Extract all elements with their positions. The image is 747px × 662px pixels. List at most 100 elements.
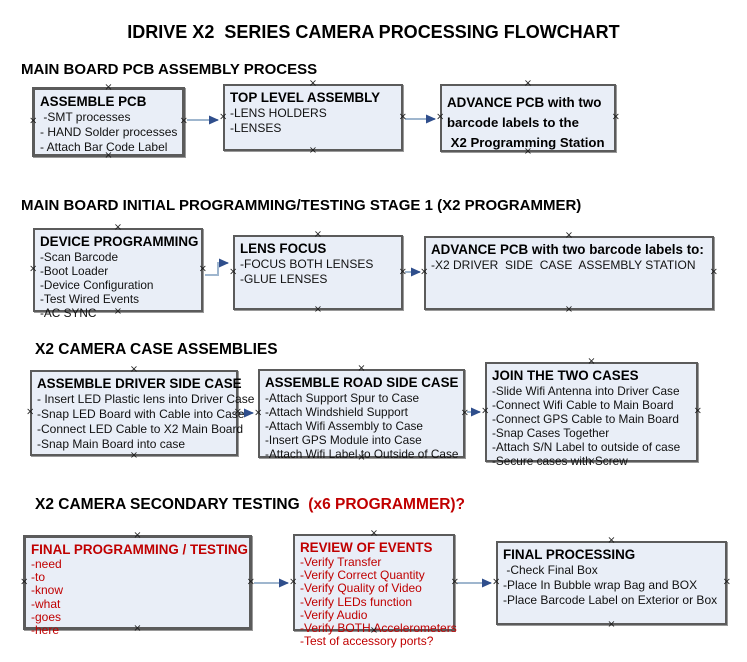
box-line: -Connect GPS Cable to Main Board xyxy=(492,412,679,426)
box-line: -Attach Windshield Support xyxy=(265,405,408,419)
box-line: -Place Barcode Label on Exterior or Box xyxy=(503,593,718,607)
box-line: -Test of accessory ports? xyxy=(300,634,434,649)
connection-point-icon xyxy=(420,268,428,278)
connection-point-icon xyxy=(314,305,322,315)
box-line: -Verify LEDs function xyxy=(300,594,413,609)
box-line: -Snap Cases Together xyxy=(492,426,610,440)
box-title: ADVANCE PCB with two xyxy=(447,95,602,110)
box-line: -X2 DRIVER SIDE CASE ASSEMBLY STATION xyxy=(431,258,696,272)
box-line: - Insert LED Plastic lens into Driver Ca… xyxy=(37,392,255,406)
connection-point-icon xyxy=(436,113,444,123)
connection-point-icon xyxy=(130,365,138,375)
box-line: -Secure cases with Screw xyxy=(492,454,628,468)
connection-point-icon xyxy=(309,79,317,89)
connection-point-icon xyxy=(399,112,407,122)
connection-point-icon xyxy=(587,357,595,367)
box-line: -Insert GPS Module into Case xyxy=(265,433,422,447)
section-heading-pcb-assembly: MAIN BOARD PCB ASSEMBLY PROCESS xyxy=(21,61,318,78)
box-review-of-events: REVIEW OF EVENTS -Verify Transfer -Verif… xyxy=(293,534,457,648)
box-top-level-assembly: TOP LEVEL ASSEMBLY -LENS HOLDERS -LENSES xyxy=(223,84,403,151)
box-line: -Slide Wifi Antenna into Driver Case xyxy=(492,384,680,398)
connection-point-icon xyxy=(607,536,615,546)
connection-point-icon xyxy=(29,117,37,127)
box-title: ASSEMBLE PCB xyxy=(40,94,147,109)
box-line: -Attach Wifi Label to Outside of Case xyxy=(265,447,459,461)
box-advance-pcb-programming-station: ADVANCE PCB with two barcode labels to t… xyxy=(440,84,616,152)
box-line: -Check Final Box xyxy=(503,563,598,577)
connection-point-icon xyxy=(565,231,573,241)
connection-point-icon xyxy=(694,407,702,417)
box-line: -Verify Correct Quantity xyxy=(300,568,425,583)
box-line: -to xyxy=(31,570,46,585)
box-line: -LENSES xyxy=(230,121,282,135)
box-final-programming-testing: FINAL PROGRAMMING / TESTING -need -to -k… xyxy=(20,535,255,637)
box-line: -Verify Audio xyxy=(300,607,368,622)
flowchart-title: IDRIVE X2 SERIES CAMERA PROCESSING FLOWC… xyxy=(127,22,620,42)
box-line: -Connect Wifi Cable to Main Board xyxy=(492,398,674,412)
section-heading-red-part: (x6 PROGRAMMER)? xyxy=(308,496,466,513)
box-title: DEVICE PROGRAMMING xyxy=(40,234,199,249)
connection-point-icon xyxy=(309,146,317,156)
box-line: -FOCUS BOTH LENSES xyxy=(240,257,374,271)
box-title: JOIN THE TWO CASES xyxy=(492,368,639,383)
box-line: -Connect LED Cable to X2 Main Board xyxy=(37,422,244,436)
box-line: -GLUE LENSES xyxy=(240,272,328,286)
box-line: -Scan Barcode xyxy=(40,250,119,264)
box-line: -Test Wired Events xyxy=(40,292,139,306)
box-title: TOP LEVEL ASSEMBLY xyxy=(230,90,381,105)
box-line: -Snap LED Board with Cable into Case xyxy=(37,407,245,421)
connection-point-icon xyxy=(357,364,365,374)
connection-point-icon xyxy=(399,267,407,277)
box-line: -need xyxy=(31,557,62,571)
connection-point-icon xyxy=(451,577,459,587)
box-title: ADVANCE PCB with two barcode labels to: xyxy=(431,242,704,257)
box-title: FINAL PROCESSING xyxy=(503,547,636,562)
connection-point-icon xyxy=(104,83,112,93)
section-heading-case-assemblies: X2 CAMERA CASE ASSEMBLIES xyxy=(35,341,278,358)
box-title: ASSEMBLE DRIVER SIDE CASE xyxy=(37,376,242,391)
box-title: FINAL PROGRAMMING / TESTING xyxy=(31,542,248,557)
box-line: -Verify Quality of Video xyxy=(300,581,422,596)
connection-point-icon xyxy=(314,230,322,240)
connection-point-icon xyxy=(612,113,620,123)
connection-point-icon xyxy=(180,117,188,127)
connection-point-icon xyxy=(481,407,489,417)
connection-point-icon xyxy=(723,578,731,588)
box-line: -here xyxy=(31,623,60,638)
connection-point-icon xyxy=(247,577,255,587)
box-line: - HAND Solder processes xyxy=(40,125,178,139)
connection-point-icon xyxy=(461,408,469,418)
connection-point-icon xyxy=(710,268,718,278)
box-title: REVIEW OF EVENTS xyxy=(300,540,433,555)
box-join-the-two-cases: JOIN THE TWO CASES -Slide Wifi Antenna i… xyxy=(485,362,698,468)
connection-point-icon xyxy=(524,79,532,89)
box-line: -Verify Transfer xyxy=(300,555,382,569)
box-title: ASSEMBLE ROAD SIDE CASE xyxy=(265,375,459,390)
box-line: -Snap Main Board into case xyxy=(37,437,186,451)
box-line: -Place In Bubble wrap Bag and BOX xyxy=(503,578,698,592)
box-line: -Boot Loader xyxy=(40,264,109,278)
box-line: -LENS HOLDERS xyxy=(230,106,327,120)
connection-point-icon xyxy=(254,408,262,418)
section-heading-secondary-testing: X2 CAMERA SECONDARY TESTING (x6 PROGRAMM… xyxy=(35,496,465,514)
connection-point-icon xyxy=(370,529,378,539)
box-line: -Verify BOTH Accelerometers xyxy=(300,621,457,636)
box-assemble-driver-side-case: ASSEMBLE DRIVER SIDE CASE - Insert LED P… xyxy=(30,370,255,456)
connection-point-icon xyxy=(199,265,207,275)
box-lens-focus: LENS FOCUS -FOCUS BOTH LENSES -GLUE LENS… xyxy=(233,235,403,310)
arrow-device-to-lensfocus xyxy=(205,258,229,276)
connection-point-icon xyxy=(492,578,500,588)
box-line: -what xyxy=(31,596,61,611)
box-assemble-road-side-case: ASSEMBLE ROAD SIDE CASE -Attach Support … xyxy=(258,369,465,461)
connection-point-icon xyxy=(26,408,34,418)
connection-point-icon xyxy=(20,577,28,587)
connection-point-icon xyxy=(130,451,138,461)
box-line: -goes xyxy=(31,609,62,624)
box-final-processing: FINAL PROCESSING -Check Final Box -Place… xyxy=(496,541,727,625)
connection-point-icon xyxy=(133,531,141,541)
connection-point-icon xyxy=(607,620,615,630)
connection-point-icon xyxy=(565,305,573,315)
box-line: -Attach Support Spur to Case xyxy=(265,391,420,405)
box-assemble-pcb: ASSEMBLE PCB -SMT processes - HAND Solde… xyxy=(32,87,185,157)
